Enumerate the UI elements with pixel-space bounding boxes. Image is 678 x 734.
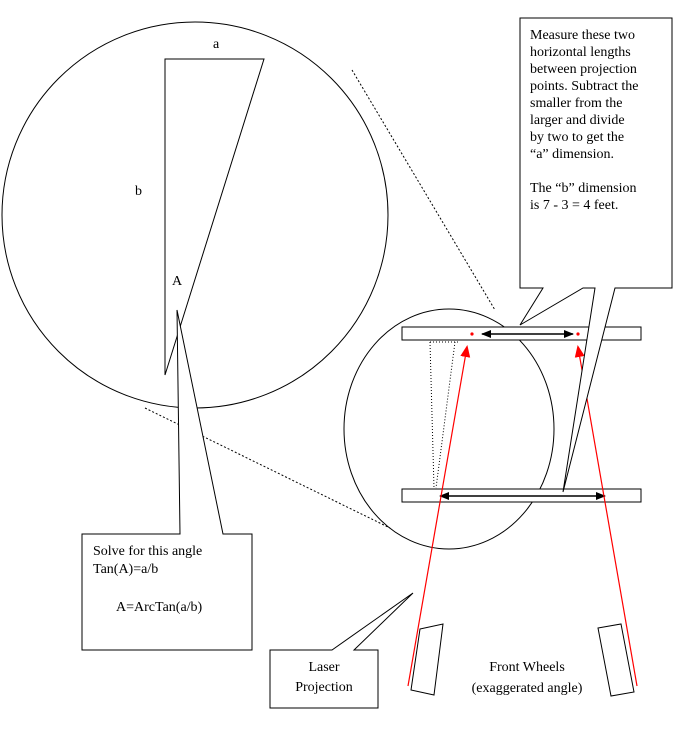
right-front-wheel xyxy=(597,623,635,697)
construction-line-2 xyxy=(435,341,456,489)
label-b: b xyxy=(135,184,142,199)
construction-line-1 xyxy=(429,341,435,489)
laser-left-line xyxy=(407,345,471,687)
front-wheels-label: Front Wheels xyxy=(489,660,565,675)
measure-line-7: by two to get the xyxy=(530,130,625,145)
measure-callout-text: Measure these two horizontal lengths bet… xyxy=(530,27,639,214)
label-a: a xyxy=(213,37,220,52)
laser-callout-box xyxy=(269,592,414,709)
measure-line-8: “a” dimension. xyxy=(530,147,614,162)
projection-point-left xyxy=(470,332,474,336)
b-dimension-line-2: is 7 - 3 = 4 feet. xyxy=(530,198,619,213)
exaggerated-angle-label: (exaggerated angle) xyxy=(471,681,583,696)
measure-line-5: smaller from the xyxy=(530,96,623,111)
measure-line-1: Measure these two xyxy=(530,28,635,43)
solve-angle-text: Solve for this angle xyxy=(93,544,203,559)
detail-circle xyxy=(343,308,555,550)
arctan-formula: A=ArcTan(a/b) xyxy=(116,600,203,615)
label-angle-A: A xyxy=(172,274,183,289)
left-front-wheel xyxy=(410,623,444,696)
laser-label-line-2: Projection xyxy=(295,680,353,695)
measure-line-2: horizontal lengths xyxy=(530,45,631,60)
measure-line-4: points. Subtract the xyxy=(530,79,639,94)
tan-formula: Tan(A)=a/b xyxy=(93,562,159,577)
laser-right-line xyxy=(574,345,638,687)
b-dimension-line-1: The “b” dimension xyxy=(530,181,637,196)
projection-point-right xyxy=(576,332,580,336)
angle-callout-box xyxy=(81,309,253,651)
magnified-circle xyxy=(1,21,389,409)
measure-line-3: between projection xyxy=(530,62,637,77)
measure-line-6: larger and divide xyxy=(530,113,625,128)
measure-callout-box xyxy=(519,17,673,493)
magnify-connector-top xyxy=(351,69,496,311)
angle-triangle xyxy=(164,58,265,376)
laser-label-line-1: Laser xyxy=(308,660,340,675)
